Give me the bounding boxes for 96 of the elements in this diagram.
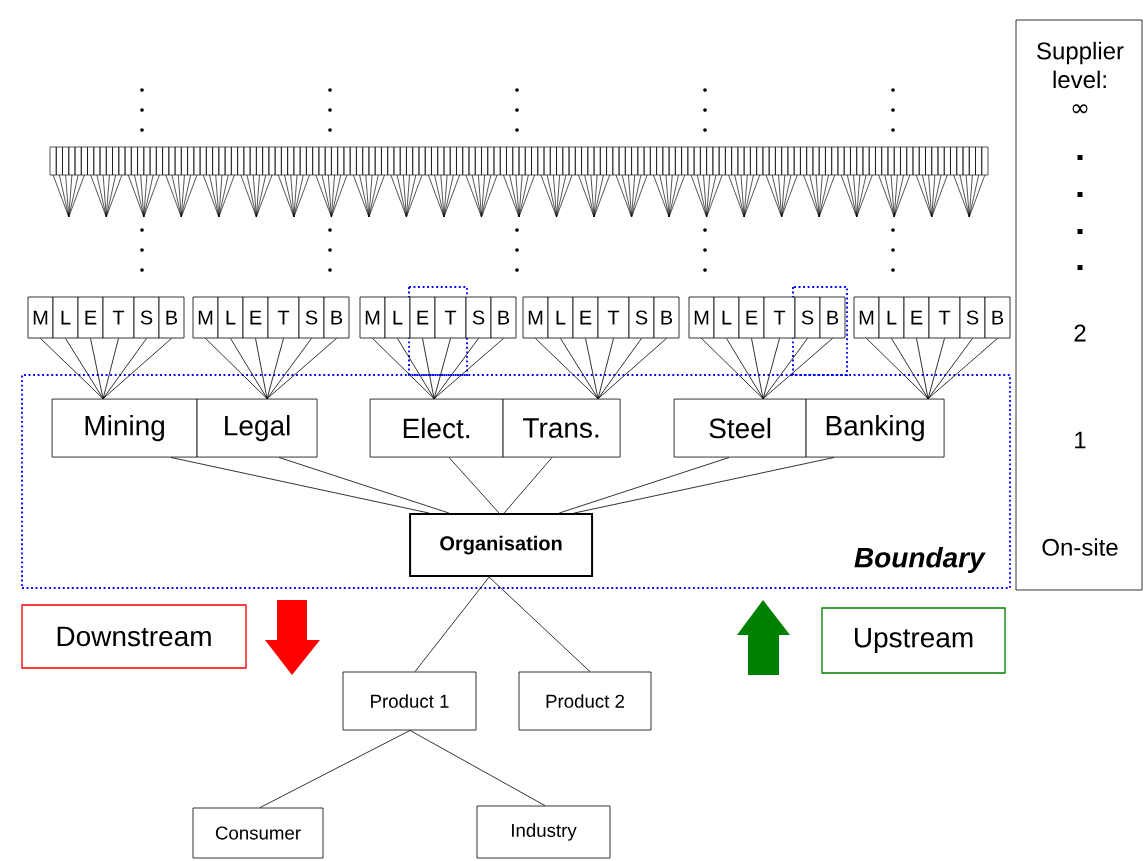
- connector-line: [397, 338, 435, 400]
- cell-box: E: [738, 296, 765, 339]
- connector-line: [102, 338, 172, 400]
- cell-box: S: [628, 296, 655, 339]
- connector-line: [751, 338, 764, 400]
- connector-line: [585, 338, 599, 400]
- cell-box: L: [547, 296, 574, 339]
- cell-box: M: [688, 296, 715, 339]
- cell-box: T: [267, 296, 300, 339]
- connector-line: [701, 338, 764, 400]
- downstream-box: Downstream: [21, 604, 247, 669]
- sector-box: Mining: [51, 398, 198, 458]
- connector-line: [414, 576, 490, 672]
- connector-line: [230, 338, 268, 400]
- connector-line: [278, 457, 450, 514]
- connector-line: [65, 338, 104, 400]
- connector-line: [266, 338, 312, 400]
- customer-box: Consumer: [192, 807, 324, 859]
- cell-box: B: [819, 296, 846, 339]
- cell-box: M: [192, 296, 219, 339]
- cell-box: E: [242, 296, 269, 339]
- customer-box: Industry: [476, 805, 611, 859]
- connector-line: [422, 338, 435, 400]
- cell-box: S: [298, 296, 325, 339]
- organisation-box: Organisation: [409, 513, 594, 578]
- cell-box: B: [158, 296, 185, 339]
- product-box: Product 2: [518, 671, 652, 731]
- connector-line: [433, 338, 479, 400]
- cell-box: S: [133, 296, 160, 339]
- connector-line: [891, 338, 929, 400]
- cell-box: T: [763, 296, 796, 339]
- connector-line: [372, 338, 435, 400]
- connector-line: [259, 730, 411, 808]
- cell-box: L: [217, 296, 244, 339]
- cell-box: M: [853, 296, 880, 339]
- cell-box: E: [77, 296, 104, 339]
- upstream-box: Upstream: [821, 607, 1006, 674]
- cell-box: T: [434, 296, 467, 339]
- cell-box: B: [653, 296, 680, 339]
- connector-line: [762, 338, 808, 400]
- cell-box: T: [597, 296, 630, 339]
- connector-line: [503, 457, 553, 514]
- connector-line: [170, 457, 430, 514]
- cell-box: S: [465, 296, 492, 339]
- cell-box: T: [102, 296, 135, 339]
- sector-box: Banking: [805, 398, 945, 458]
- cell-box: M: [359, 296, 386, 339]
- connector-line: [762, 338, 780, 400]
- connector-line: [535, 338, 599, 400]
- cell-box: L: [384, 296, 411, 339]
- cell-box: L: [52, 296, 79, 339]
- connector-line: [597, 338, 614, 400]
- connector-line: [448, 457, 500, 514]
- level-panel: Supplier level: ∞ 2 1 On-site: [1015, 19, 1143, 591]
- cell-box: M: [27, 296, 54, 339]
- cell-box: E: [903, 296, 930, 339]
- connector-line: [205, 338, 268, 400]
- sector-box: Trans.: [502, 398, 621, 458]
- connector-line: [927, 338, 998, 400]
- connector-line: [916, 338, 929, 400]
- cell-box: E: [572, 296, 599, 339]
- connector-line: [409, 730, 546, 806]
- cell-box: S: [959, 296, 986, 339]
- connector-line: [433, 338, 504, 400]
- connector-line: [266, 338, 337, 400]
- connector-line: [927, 338, 973, 400]
- sector-box: Steel: [673, 398, 807, 458]
- cell-box: B: [323, 296, 350, 339]
- cell-box: L: [878, 296, 905, 339]
- cell-box: L: [713, 296, 740, 339]
- connector-line: [266, 338, 284, 400]
- cell-box: T: [928, 296, 961, 339]
- sector-box: Legal: [196, 398, 318, 458]
- sector-box: Elect.: [369, 398, 504, 458]
- connector-line: [90, 338, 104, 400]
- connector-line: [927, 338, 945, 400]
- connector-line: [40, 338, 104, 400]
- connector-line: [726, 338, 764, 400]
- connector-line: [560, 338, 599, 400]
- cell-box: M: [522, 296, 549, 339]
- connector-line: [255, 338, 268, 400]
- connector-line: [488, 576, 591, 672]
- connector-line: [573, 457, 835, 514]
- connector-line: [102, 338, 119, 400]
- connector-line: [558, 457, 730, 514]
- cell-box: B: [984, 296, 1011, 339]
- cell-box: E: [409, 296, 436, 339]
- connector-line: [597, 338, 642, 400]
- connector-line: [433, 338, 451, 400]
- cell-box: B: [490, 296, 517, 339]
- cell-box: S: [794, 296, 821, 339]
- connector-line: [597, 338, 667, 400]
- product-box: Product 1: [342, 671, 477, 731]
- connector-line: [762, 338, 833, 400]
- connector-line: [866, 338, 929, 400]
- connector-line: [102, 338, 147, 400]
